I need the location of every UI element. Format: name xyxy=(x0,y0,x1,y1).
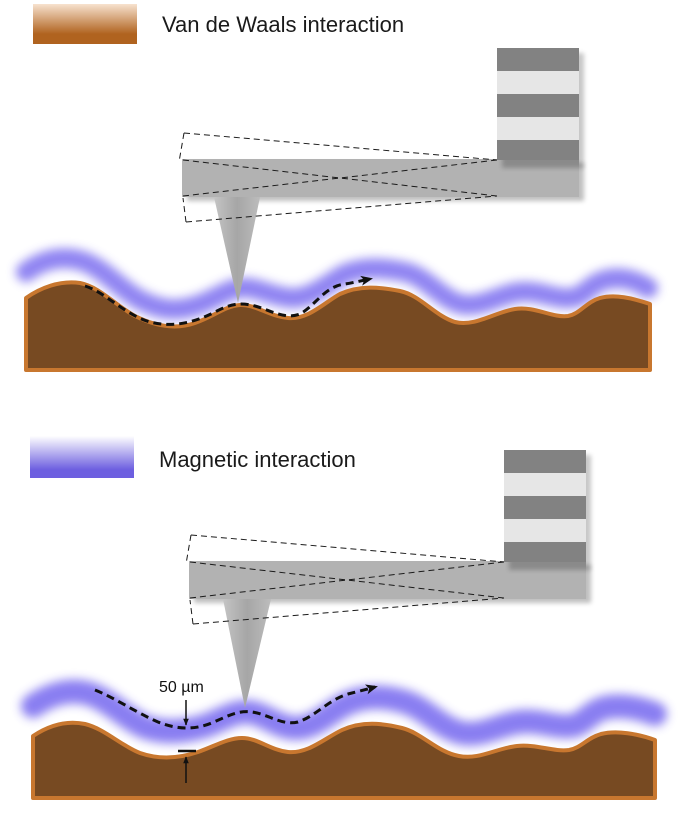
cantilever xyxy=(189,561,591,708)
laser-stack xyxy=(497,48,584,168)
sample-surface xyxy=(31,720,657,800)
cantilever xyxy=(182,159,584,303)
probe-tip xyxy=(223,599,271,708)
legend-label-van-der-waals: Van de Waals interaction xyxy=(162,12,404,37)
deflection-lines xyxy=(185,534,505,625)
legend-swatch-magnetic xyxy=(30,436,134,478)
magnetic-field-glow xyxy=(16,248,658,320)
tip-trajectory-arrow xyxy=(84,275,373,326)
legend-swatch-van-der-waals xyxy=(33,4,137,44)
tip-trajectory-arrow xyxy=(94,684,378,730)
panel-van-der-waals xyxy=(16,48,658,372)
magnetic-field-glow xyxy=(21,679,667,746)
panel-magnetic: 50 µm xyxy=(21,450,667,800)
distance-label: 50 µm xyxy=(159,679,204,696)
legend-label-magnetic: Magnetic interaction xyxy=(159,447,356,472)
deflection-lines xyxy=(178,132,498,223)
distance-indicator: 50 µm xyxy=(159,679,204,783)
laser-stack xyxy=(504,450,591,570)
probe-tip xyxy=(214,197,260,303)
